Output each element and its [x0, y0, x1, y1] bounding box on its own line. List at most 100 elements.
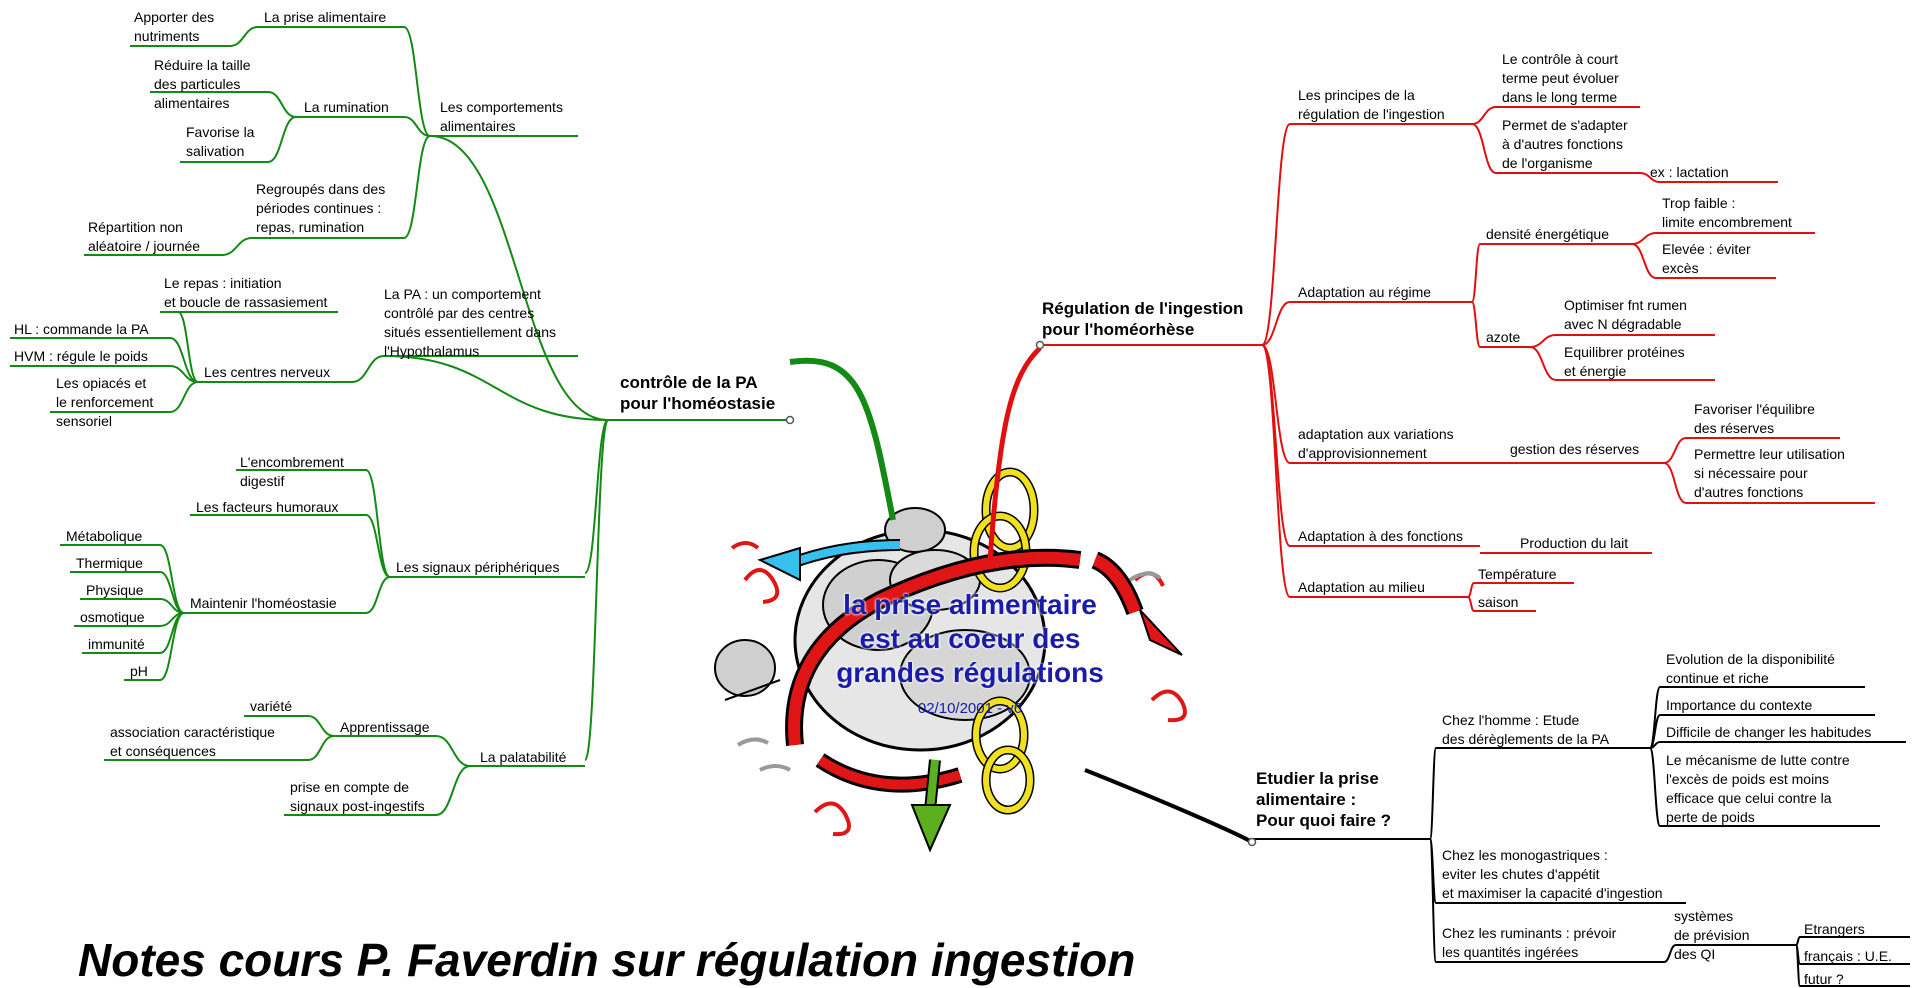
main-topic-etudier-prise[interactable]: Etudier la prise alimentaire : Pour quoi… [1256, 769, 1392, 830]
connector-line [1529, 346, 1557, 381]
node-centres-nerveux[interactable]: Les centres nerveux [204, 364, 331, 380]
connector-line [1471, 106, 1497, 125]
node-trop-faible[interactable]: Trop faible : limite encombrement [1662, 195, 1792, 230]
node-repartition[interactable]: Répartition non aléatoire / journée [88, 219, 201, 254]
node-permettre-utilisation[interactable]: Permettre leur utilisation si nécessaire… [1694, 446, 1845, 500]
connector-line [1649, 747, 1661, 827]
connector-line [351, 355, 385, 383]
center-illustration [714, 467, 1187, 853]
node-francais-ue[interactable]: français : U.E. [1804, 948, 1892, 964]
connector-line [1261, 344, 1291, 598]
main-topic-regulation-ingestion[interactable]: Régulation de l'ingestion pour l'homéorh… [1042, 299, 1244, 339]
connector-line [159, 612, 185, 681]
node-optimiser[interactable]: Optimiser fnt rumen avec N dégradable [1564, 297, 1687, 332]
node-mecanisme-lutte[interactable]: Le mécanisme de lutte contre l'excès de … [1666, 752, 1850, 825]
node-anchor-dot [785, 415, 795, 425]
connector-line [584, 419, 609, 761]
connector-line [221, 237, 253, 256]
connector-line [267, 116, 297, 163]
node-facteurs-humoraux[interactable]: Les facteurs humoraux [196, 499, 339, 515]
node-anchor-dot [1247, 837, 1257, 847]
node-hvm[interactable]: HVM : régule le poids [14, 348, 148, 364]
node-adaptation-fonctions[interactable]: Adaptation à des fonctions [1298, 528, 1464, 544]
node-permet-adapter[interactable]: Permet de s'adapter à d'autres fonctions… [1502, 117, 1628, 171]
node-repas[interactable]: Le repas : initiation et boucle de rassa… [164, 275, 328, 310]
node-metabolique[interactable]: Métabolique [66, 528, 143, 544]
node-hl[interactable]: HL : commande la PA [14, 321, 149, 337]
node-thermique[interactable]: Thermique [76, 555, 143, 571]
node-apprentissage[interactable]: Apprentissage [340, 719, 430, 735]
node-maintenir-homeostasie[interactable]: Maintenir l'homéostasie [190, 595, 337, 611]
connector-line [383, 355, 609, 421]
connector-line [159, 544, 185, 614]
node-etrangers[interactable]: Etrangers [1804, 921, 1865, 937]
connector-line [365, 469, 391, 578]
node-lactation[interactable]: ex : lactation [1650, 164, 1729, 180]
connector-line [435, 735, 471, 767]
connector-line [1631, 232, 1657, 245]
connector-line [1261, 344, 1291, 547]
node-ph[interactable]: pH [130, 663, 148, 679]
node-saison[interactable]: saison [1478, 594, 1519, 610]
footer-title: Notes cours P. Faverdin sur régulation i… [78, 934, 1136, 986]
connector-line [403, 116, 431, 137]
connector-line [429, 135, 609, 421]
node-importance-contexte[interactable]: Importance du contexte [1666, 697, 1813, 713]
node-difficile-changer[interactable]: Difficile de changer les habitudes [1666, 724, 1872, 740]
connector-line [1795, 944, 1801, 987]
node-association[interactable]: association caractéristique et conséquen… [110, 724, 275, 759]
node-systemes-prevision[interactable]: systèmes de prévision des QI [1674, 908, 1750, 962]
node-chez-homme[interactable]: Chez l'homme : Etude des dérèglements de… [1442, 712, 1610, 747]
node-rumination[interactable]: La rumination [304, 99, 389, 115]
connector-line [1429, 838, 1437, 963]
node-monogastriques[interactable]: Chez les monogastriques : eviter les chu… [1442, 847, 1663, 901]
node-reduire-taille[interactable]: Réduire la taille des particules aliment… [154, 57, 251, 111]
node-elevee[interactable]: Elevée : éviter excès [1662, 241, 1751, 276]
node-variete[interactable]: variété [250, 698, 293, 714]
connector-line [1529, 334, 1557, 348]
node-azote[interactable]: azote [1486, 329, 1521, 345]
center-title-line-2: est au coeur des [859, 623, 1081, 654]
connector-line [435, 765, 471, 816]
connector-line [584, 419, 609, 574]
node-adaptation-milieu[interactable]: Adaptation au milieu [1298, 579, 1425, 595]
node-futur[interactable]: futur ? [1804, 971, 1844, 987]
node-adaptation-variations[interactable]: adaptation aux variations d'approvisionn… [1298, 426, 1454, 461]
node-pa-comportement[interactable]: La PA : un comportement contrôlé par des… [384, 286, 556, 359]
node-encombrement[interactable]: L'encombrement digestif [240, 454, 344, 489]
connector-line [307, 715, 335, 737]
connector-line [1471, 123, 1497, 174]
node-gestion-reserves[interactable]: gestion des réserves [1510, 441, 1640, 457]
connector-line [1663, 437, 1687, 464]
node-anchor-dot [1035, 340, 1045, 350]
node-prise-alimentaire[interactable]: La prise alimentaire [264, 9, 387, 25]
node-favorise-salivation[interactable]: Favorise la salivation [186, 124, 255, 159]
node-regroupes[interactable]: Regroupés dans des périodes continues : … [256, 181, 386, 235]
node-prise-en-compte[interactable]: prise en compte de signaux post-ingestif… [290, 779, 425, 814]
node-ruminants[interactable]: Chez les ruminants : prévoir les quantit… [1442, 925, 1617, 960]
connector-line [169, 381, 199, 413]
node-production-lait[interactable]: Production du lait [1520, 535, 1629, 551]
node-signaux-peripheriques[interactable]: Les signaux périphériques [396, 559, 560, 575]
main-topic-controle-pa[interactable]: contrôle de la PA pour l'homéostasie [620, 373, 776, 413]
node-principes[interactable]: Les principes de la régulation de l'inge… [1298, 87, 1445, 122]
node-apporter-nutriments[interactable]: Apporter des nutriments [134, 9, 215, 44]
connector-line [1467, 596, 1475, 612]
node-physique[interactable]: Physique [86, 582, 144, 598]
node-adaptation-regime[interactable]: Adaptation au régime [1298, 284, 1432, 300]
node-palatabilite[interactable]: La palatabilité [480, 749, 567, 765]
node-favoriser-equilibre[interactable]: Favoriser l'équilibre des réserves [1694, 401, 1815, 436]
node-controle-court-terme[interactable]: Le contrôle à court terme peut évoluer d… [1502, 51, 1619, 105]
node-equilibrer[interactable]: Equilibrer protéines et énergie [1564, 344, 1685, 379]
center-title-line-1: la prise alimentaire [843, 589, 1097, 620]
connector-line [403, 26, 431, 137]
node-comportements[interactable]: Les comportements alimentaires [440, 99, 563, 134]
node-temperature[interactable]: Température [1478, 566, 1557, 582]
connector-line [1631, 243, 1657, 279]
center-title: la prise alimentaire est au coeur des gr… [780, 588, 1160, 690]
node-evolution-disponibilite[interactable]: Evolution de la disponibilité continue e… [1666, 651, 1835, 686]
node-opiaces[interactable]: Les opiacés et le renforcement sensoriel [56, 375, 154, 429]
node-osmotique[interactable]: osmotique [80, 609, 145, 625]
node-densite-energetique[interactable]: densité énergétique [1486, 226, 1609, 242]
node-immunite[interactable]: immunité [88, 636, 145, 652]
